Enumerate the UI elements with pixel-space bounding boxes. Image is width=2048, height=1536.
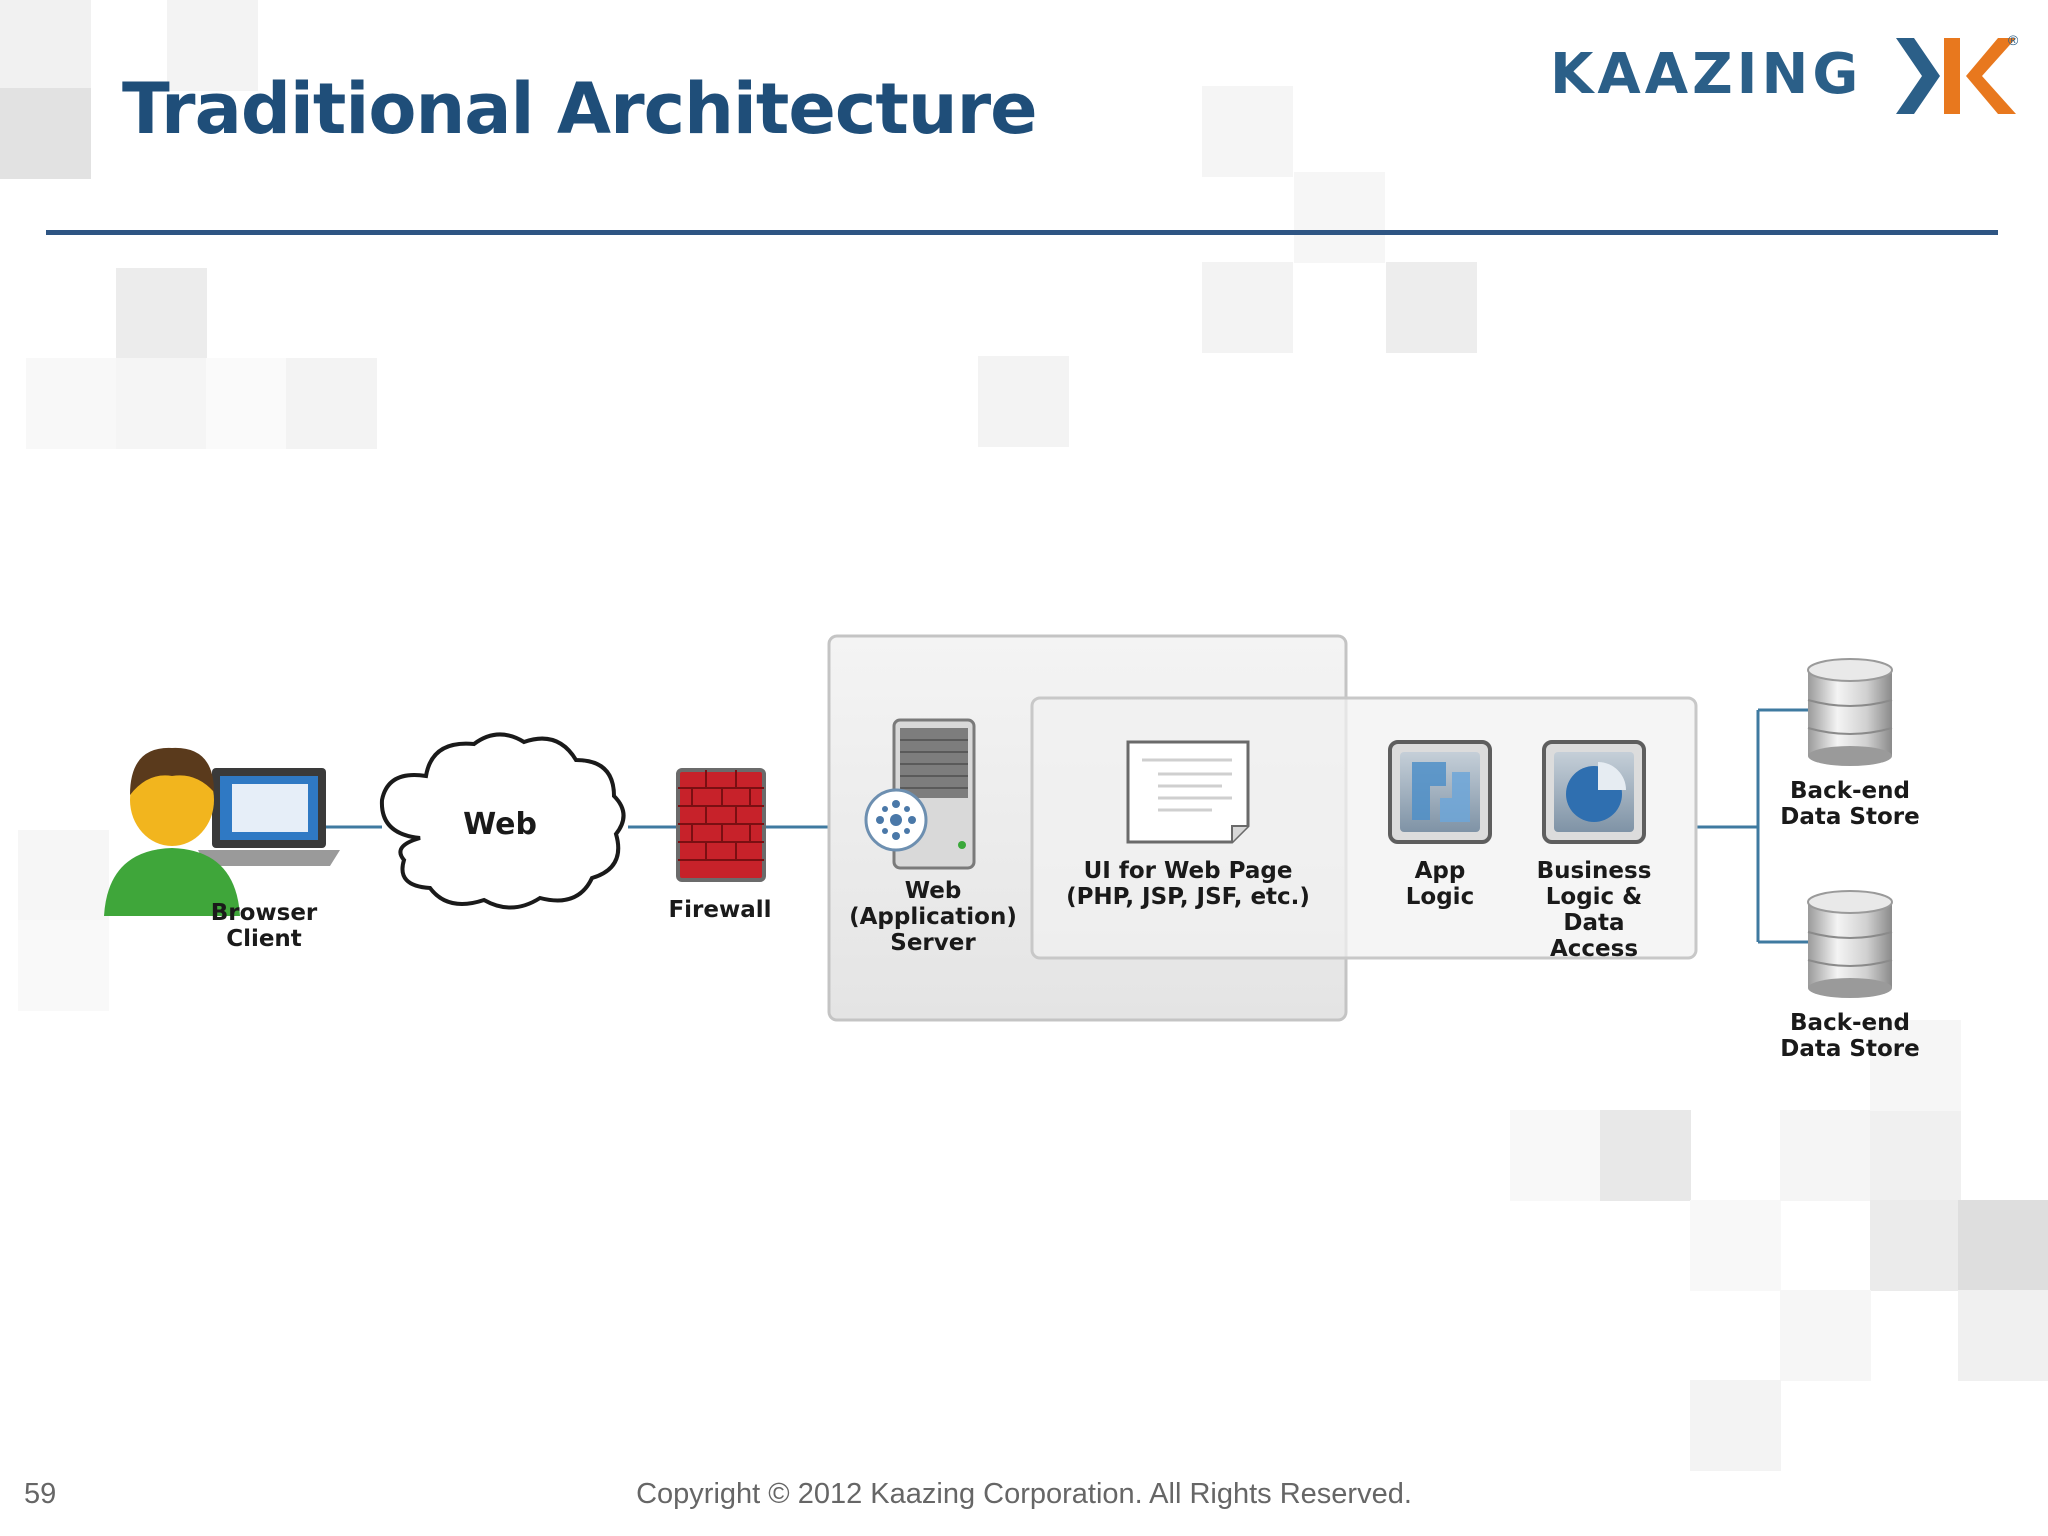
server-tower-icon (864, 718, 976, 870)
decor-square (116, 358, 207, 449)
label-datastore-1: Back-end Data Store (1780, 778, 1920, 830)
decor-square (18, 920, 109, 1011)
slide-title: Traditional Architecture (122, 68, 1038, 150)
decor-square (1870, 1110, 1961, 1201)
connector-lines (320, 708, 1808, 944)
decor-square (116, 268, 207, 359)
decor-square (1294, 172, 1385, 263)
decor-square (1600, 1110, 1691, 1201)
copyright-text: Copyright © 2012 Kaazing Corporation. Al… (636, 1478, 1412, 1510)
puzzle-tile-icon (1388, 740, 1492, 844)
logo-mark-icon (1896, 38, 2016, 114)
decor-square (1690, 1380, 1781, 1471)
label-ui-web-page: UI for Web Page (PHP, JSP, JSF, etc.) (1066, 858, 1310, 910)
decor-square (18, 830, 109, 921)
label-web: Web (463, 807, 537, 842)
label-browser-client: Browser Client (210, 900, 318, 952)
title-divider (46, 230, 1998, 235)
decor-square (1690, 1200, 1781, 1291)
decor-square (1870, 1200, 1961, 1291)
pie-chart-tile-icon (1542, 740, 1646, 844)
decor-square (206, 358, 297, 449)
kaazing-logo: KAAZING ® (1550, 32, 2020, 122)
decor-square (0, 0, 91, 91)
decor-square (1958, 1200, 2048, 1291)
document-icon (1126, 740, 1250, 844)
decor-square (167, 0, 258, 91)
user-laptop-icon (104, 747, 340, 916)
page-number: 59 (24, 1478, 57, 1510)
decor-square (1510, 1110, 1601, 1201)
decor-square (1780, 1110, 1871, 1201)
registered-mark: ® (2008, 32, 2019, 48)
label-firewall: Firewall (668, 897, 772, 923)
logo-text: KAAZING (1550, 42, 1863, 107)
brick-wall-icon (676, 768, 766, 882)
decor-square (1202, 86, 1293, 177)
label-app-logic: App Logic (1405, 858, 1475, 910)
decor-square (1958, 1290, 2048, 1381)
decor-square (978, 356, 1069, 447)
label-business-logic: Business Logic & Data Access (1536, 858, 1652, 962)
decor-square (1870, 1020, 1961, 1111)
decor-square (0, 88, 91, 179)
decor-square (1202, 262, 1293, 353)
database-icon (1807, 890, 1893, 998)
cloud-icon (379, 732, 626, 910)
decor-square (1780, 1290, 1871, 1381)
database-icon (1807, 658, 1893, 766)
decor-square (1386, 262, 1477, 353)
label-datastore-2: Back-end Data Store (1780, 1010, 1920, 1062)
decor-square (26, 358, 117, 449)
decor-square (286, 358, 377, 449)
label-web-app-server: Web (Application) Server (849, 878, 1017, 956)
